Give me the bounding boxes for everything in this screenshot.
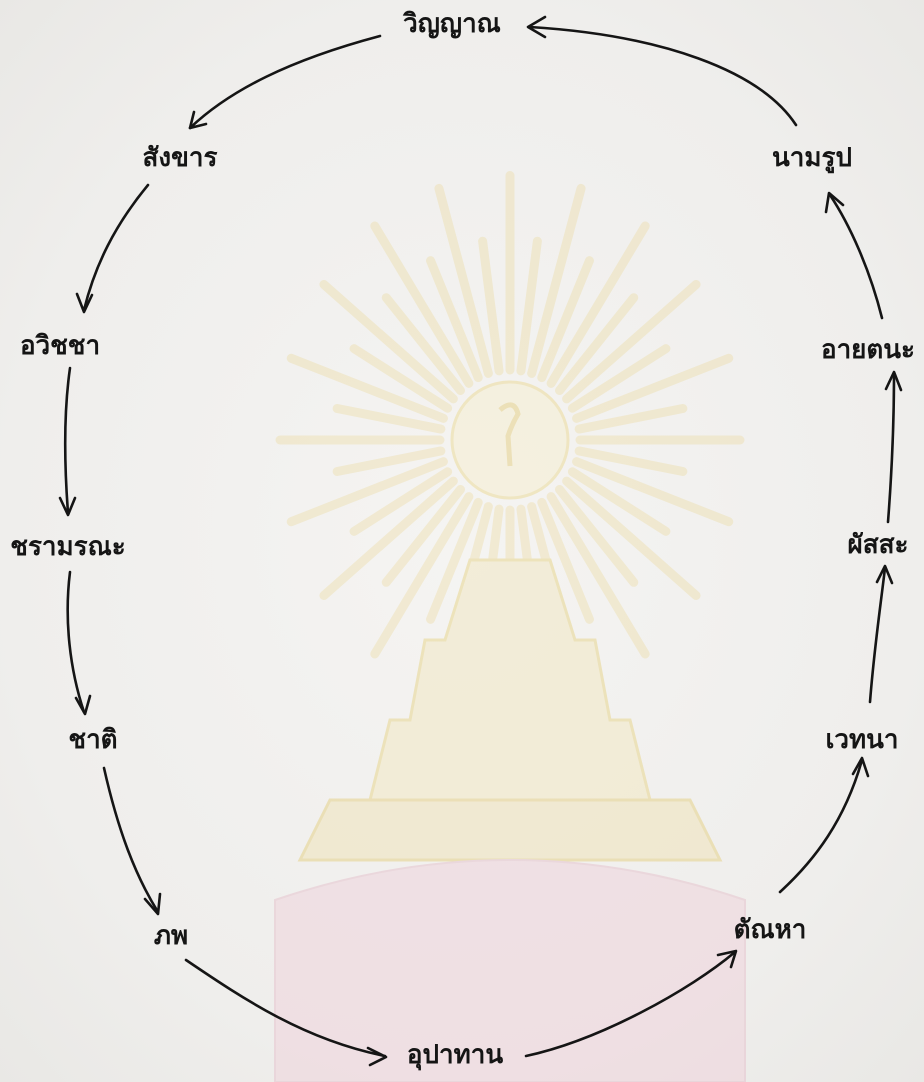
node-ayatana: อายตนะ — [821, 335, 915, 365]
arrow-vinnana-to-sankhara — [190, 36, 380, 128]
watermark-pedestal — [275, 860, 745, 1082]
university-emblem-watermark — [275, 176, 745, 1082]
arrow-namarupa-to-vinnana — [530, 27, 796, 125]
arrow-tanha-to-vedana — [780, 760, 862, 892]
arrow-vedana-to-phassa — [870, 568, 885, 702]
node-avijja: อวิชชา — [20, 331, 100, 361]
node-namarupa: นามรูป — [772, 143, 852, 174]
arrow-ayatana-to-namarupa — [830, 195, 882, 318]
node-tanha: ตัณหา — [734, 915, 807, 945]
arrow-sankhara-to-avijja — [84, 185, 148, 310]
node-jati: ชาติ — [68, 725, 117, 755]
node-vinnana: วิญญาณ — [403, 9, 501, 39]
arrow-phassa-to-ayatana — [888, 374, 894, 522]
node-bhava: ภพ — [154, 921, 188, 951]
watermark-pagoda-base — [300, 800, 720, 860]
arrow-jaramarana-to-jati — [68, 572, 84, 712]
arrow-jati-to-bhava — [104, 768, 158, 912]
node-vedana: เวทนา — [826, 725, 899, 755]
node-sankhara: สังขาร — [143, 143, 218, 173]
arrow-avijja-to-jaramarana — [65, 368, 70, 513]
node-upadana: อุปาทาน — [407, 1040, 503, 1071]
node-jaramarana: ชรามรณะ — [10, 532, 125, 562]
node-phassa: ผัสสะ — [848, 530, 909, 560]
